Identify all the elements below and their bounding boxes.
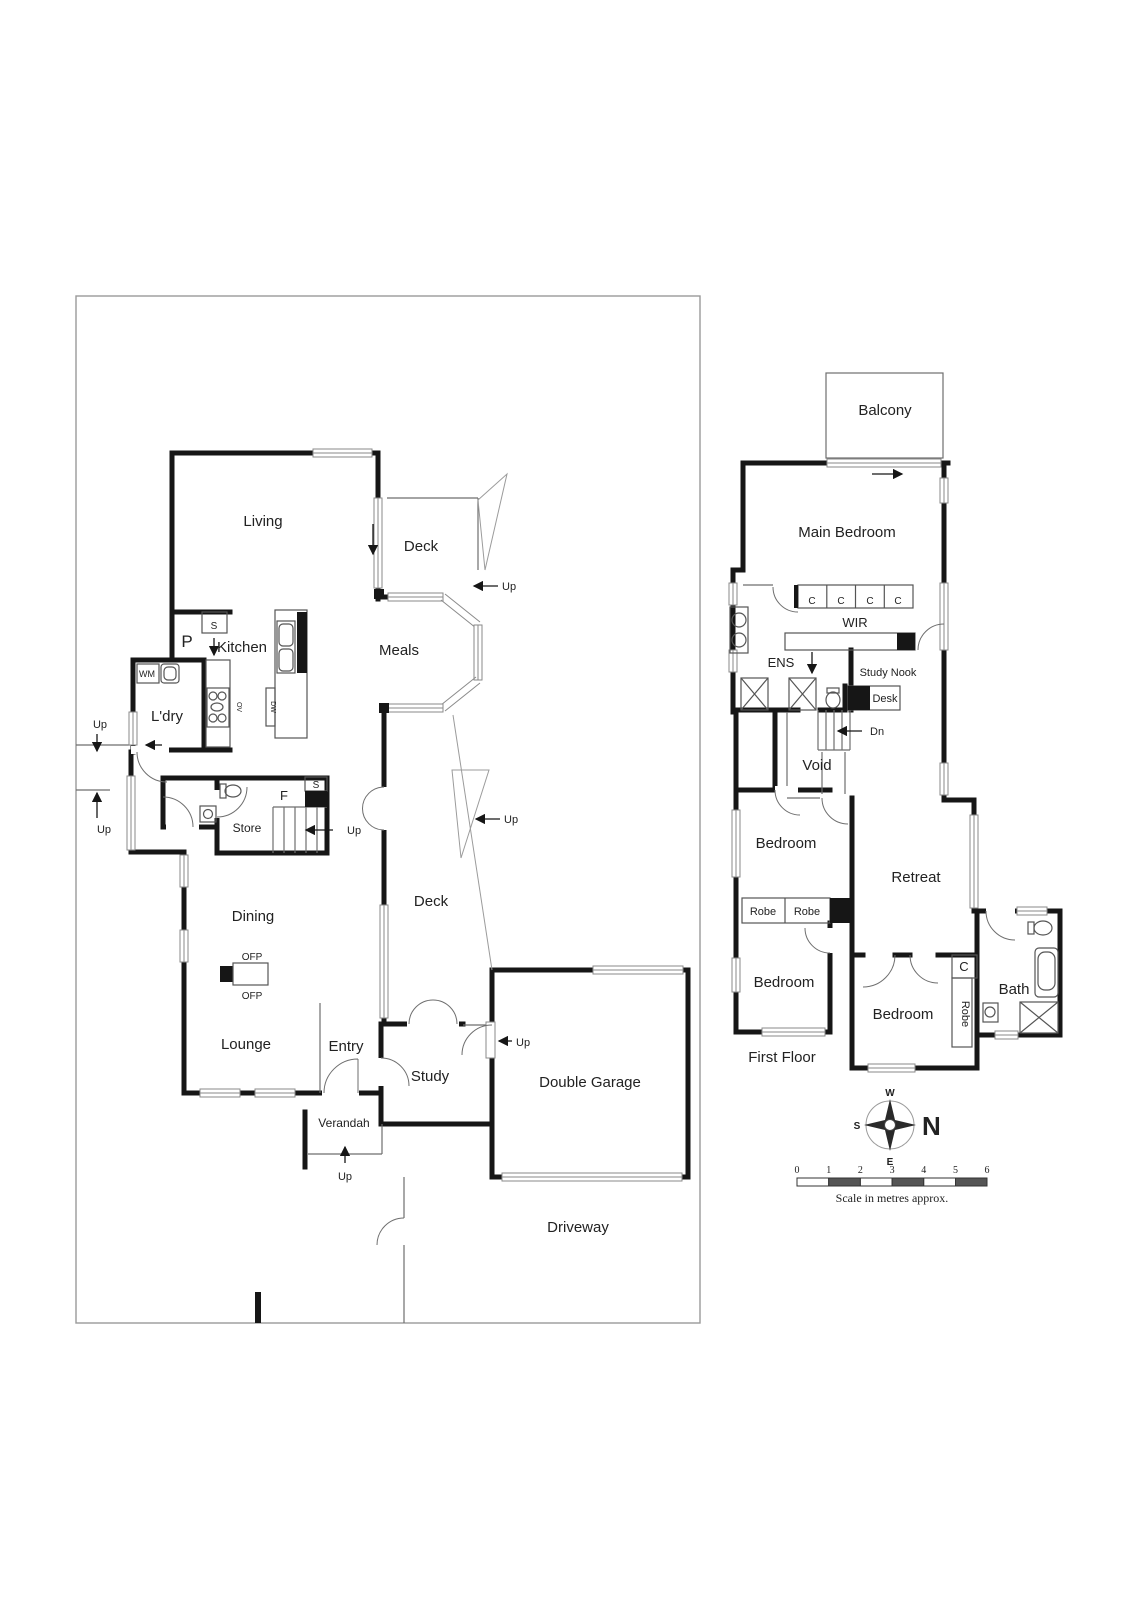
- room-label-ldry: L'dry: [151, 708, 184, 725]
- room-label-driveway: Driveway: [547, 1219, 609, 1236]
- balcony-outline: [825, 372, 944, 459]
- first-floor-labels: Balcony Main Bedroom C C C C WIR ENS Stu…: [748, 402, 1029, 1066]
- first-floor-openings: [775, 786, 1015, 953]
- marker-up-side-2: Up: [97, 824, 111, 836]
- marker-up-verandah: Up: [338, 1171, 352, 1183]
- first-floor-arrows: [806, 468, 904, 737]
- marker-closet-c4: C: [894, 596, 901, 607]
- compass: W S E N: [854, 1088, 941, 1168]
- room-label-garage: Double Garage: [539, 1074, 641, 1091]
- study-nook-desk: [847, 685, 901, 711]
- room-label-retreat: Retreat: [891, 869, 941, 886]
- first-floor-title: First Floor: [748, 1049, 816, 1066]
- first-floor-doors: [772, 586, 1016, 988]
- marker-closet-c2: C: [837, 596, 844, 607]
- marker-ofp-bottom: OFP: [242, 991, 263, 1002]
- ground-floor-labels: Living Deck Kitchen Meals L'dry P S WM O…: [93, 513, 641, 1236]
- marker-desk: Desk: [872, 693, 898, 705]
- marker-fridge: F: [280, 788, 288, 803]
- compass-south: S: [854, 1121, 861, 1132]
- marker-robe-2: Robe: [794, 906, 820, 918]
- marker-robe-1: Robe: [750, 906, 776, 918]
- room-label-bedroom-3: Bedroom: [873, 1006, 934, 1023]
- scale-tick-0: 0: [795, 1165, 800, 1176]
- pantry-shelf-box: [201, 611, 228, 634]
- room-label-entry: Entry: [328, 1038, 364, 1055]
- wir-closets: [784, 584, 916, 651]
- room-label-bath: Bath: [999, 981, 1030, 998]
- site-boundary: [75, 295, 701, 1324]
- room-label-wir: WIR: [842, 615, 867, 630]
- marker-closet-c3: C: [866, 596, 873, 607]
- marker-up-garage: Up: [516, 1037, 530, 1049]
- scale-bar: 0 1 2 3 4 5 6 Scale in metres approx.: [795, 1165, 990, 1205]
- first-floor-walls: [730, 460, 1063, 1071]
- ground-floor-arrows: [91, 524, 512, 1163]
- scale-tick-2: 2: [858, 1165, 863, 1176]
- robe-row: [741, 897, 852, 924]
- closet-and-robe-strip: [951, 954, 978, 1048]
- stair-shelf-box: [304, 776, 328, 807]
- marker-pantry-shelf: S: [211, 621, 218, 632]
- marker-oven: OV: [235, 702, 242, 712]
- compass-west: W: [885, 1088, 895, 1099]
- marker-up-deck-lower: Up: [504, 814, 518, 826]
- room-label-bedroom-1: Bedroom: [756, 835, 817, 852]
- laundry-appliances: [136, 663, 180, 684]
- marker-robe-vertical: Robe: [959, 1001, 971, 1027]
- ground-floor-doors: [136, 751, 493, 1094]
- scale-caption: Scale in metres approx.: [836, 1191, 949, 1205]
- room-label-lounge: Lounge: [221, 1036, 271, 1053]
- room-label-kitchen: Kitchen: [217, 639, 267, 656]
- room-label-bedroom-2: Bedroom: [754, 974, 815, 991]
- boundary-wall-stub: [255, 1292, 261, 1323]
- marker-up-side-1: Up: [93, 719, 107, 731]
- scale-tick-4: 4: [921, 1165, 926, 1176]
- kitchen-island: [265, 609, 308, 739]
- marker-up-deck-upper: Up: [502, 581, 516, 593]
- marker-closet-single: C: [959, 959, 968, 974]
- room-label-void: Void: [802, 757, 831, 774]
- room-label-main-bedroom: Main Bedroom: [798, 524, 896, 541]
- marker-pantry: P: [181, 632, 192, 651]
- compass-north: N: [922, 1111, 941, 1141]
- scale-tick-3: 3: [890, 1165, 895, 1176]
- powder-room-fixtures: [199, 783, 242, 823]
- marker-up-stairs: Up: [347, 825, 361, 837]
- ground-floor-plan: Living Deck Kitchen Meals L'dry P S WM O…: [75, 295, 701, 1324]
- first-floor-plan: Balcony Main Bedroom C C C C WIR ENS Stu…: [728, 372, 1063, 1073]
- marker-dn: Dn: [870, 726, 884, 738]
- marker-dishwasher: DW: [269, 701, 276, 713]
- room-label-study-nook: Study Nook: [860, 667, 917, 679]
- scale-tick-5: 5: [953, 1165, 958, 1176]
- first-floor-windows: [728, 458, 1048, 1073]
- room-label-ens: ENS: [768, 655, 795, 670]
- marker-stair-shelf: S: [313, 780, 320, 791]
- compass-east: E: [887, 1157, 894, 1168]
- room-label-dining: Dining: [232, 908, 275, 925]
- marker-ofp-top: OFP: [242, 952, 263, 963]
- room-label-balcony: Balcony: [858, 402, 912, 419]
- room-label-deck-upper: Deck: [404, 538, 439, 555]
- room-label-store: Store: [233, 821, 262, 835]
- room-label-verandah: Verandah: [318, 1116, 369, 1130]
- kitchen-bench-cooktop: [205, 659, 231, 748]
- marker-closet-c1: C: [808, 596, 815, 607]
- marker-wm: WM: [139, 669, 155, 679]
- ground-floor-windows: [126, 448, 684, 1182]
- scale-tick-1: 1: [826, 1165, 831, 1176]
- bath-fixtures: [982, 920, 1059, 1034]
- scale-tick-6: 6: [985, 1165, 990, 1176]
- room-label-deck-lower: Deck: [414, 893, 449, 910]
- room-label-meals: Meals: [379, 642, 419, 659]
- ens-fixtures: [729, 606, 841, 711]
- first-floor-thin-lines: [743, 584, 851, 799]
- fireplace-ofp: [220, 962, 269, 986]
- room-label-living: Living: [243, 513, 282, 530]
- room-label-study: Study: [411, 1068, 450, 1085]
